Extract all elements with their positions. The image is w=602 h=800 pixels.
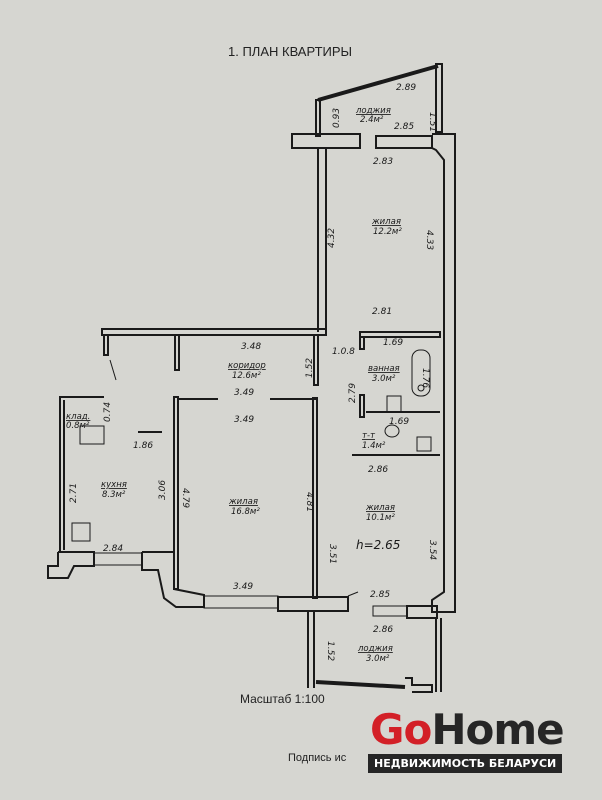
page-title: 1. ПЛАН КВАРТИРЫ (228, 44, 353, 59)
logo-tagline: НЕДВИЖИМОСТЬ БЕЛАРУСИ (368, 754, 563, 773)
room-area: 3.0м² (372, 374, 396, 384)
loggia-left-wall (315, 99, 321, 137)
door-swing (347, 591, 359, 597)
shaft (416, 436, 432, 452)
loggia-bottom-parapet (315, 680, 406, 689)
room-name: кухня (101, 480, 127, 490)
room-name: клад. (66, 412, 90, 422)
room-area: 2.4м² (360, 115, 384, 125)
sink (386, 395, 402, 413)
room-area: 12.2м² (373, 227, 402, 237)
dim: 2.84 (103, 544, 123, 554)
wall (359, 394, 365, 418)
dim: 0.74 (103, 402, 113, 422)
wall (103, 334, 109, 356)
room-area: 3.0м² (366, 654, 390, 664)
dim: 2.71 (69, 483, 79, 503)
window (203, 595, 279, 609)
room-name: лоджия (355, 106, 391, 116)
door-block (375, 135, 433, 149)
room-name: т-т (362, 431, 376, 441)
dim: 4.81 (304, 492, 314, 512)
kitchen-wall (59, 396, 104, 552)
drain (417, 384, 425, 392)
room-name: жилая (365, 503, 395, 513)
east-wall (431, 133, 456, 613)
gohome-logo: GoHome НЕДВИЖИМОСТЬ БЕЛАРУСИ (368, 705, 565, 773)
wall (277, 596, 349, 612)
wall-block (291, 133, 361, 149)
wall (313, 334, 319, 386)
room-name: ванная (368, 364, 400, 374)
dim: 1.86 (133, 441, 153, 451)
dim: 1.69 (383, 338, 403, 348)
scale-label: Масштаб 1:100 (240, 692, 325, 706)
dim: 1.52 (305, 358, 315, 378)
room-area: 1.4м² (362, 441, 386, 451)
room-area: 12.6м² (232, 371, 261, 381)
door-swing (109, 359, 117, 381)
dim: 2.81 (372, 307, 392, 317)
bathtub (411, 349, 431, 397)
walls (47, 63, 456, 693)
logo-go: Go (370, 705, 432, 754)
room-area: 10.1м² (366, 513, 395, 523)
dim: 4.79 (180, 488, 190, 508)
ceiling-height: h=2.65 (356, 538, 400, 552)
corridor-top-wall (101, 328, 327, 336)
dim: 2.86 (373, 625, 393, 635)
loggia-top-parapet (317, 64, 439, 102)
wall (359, 336, 365, 350)
dim: 3.06 (158, 480, 168, 500)
dim: 2.83 (373, 157, 393, 167)
signature-label: Подпись ис (288, 752, 347, 764)
dim: 2.85 (394, 122, 414, 132)
dim: 3.48 (241, 342, 261, 352)
dim: 2.89 (396, 83, 416, 93)
dim: 2.86 (368, 465, 388, 475)
stove (71, 522, 91, 542)
dim: 3.54 (427, 540, 437, 560)
dim: 1.76 (420, 368, 430, 388)
bath-top-wall (359, 331, 441, 338)
room-area: 8.3м² (102, 490, 126, 500)
room-labels: лоджия 2.4м² жилая 12.2м² коридор 12.6м²… (66, 106, 402, 664)
dim: 3.49 (234, 415, 254, 425)
dim: 1.51 (427, 112, 437, 132)
dim: 3.49 (234, 388, 254, 398)
corner-wall (141, 551, 205, 608)
dim: 4.32 (327, 228, 337, 248)
dim: 1.69 (389, 417, 409, 427)
dimensions: 2.89 0.93 1.51 2.85 2.83 4.32 4.33 2.81 … (69, 83, 437, 661)
door (372, 605, 408, 617)
room-area: 0.8м² (66, 421, 90, 431)
room-name: лоджия (357, 644, 393, 654)
wall (405, 677, 433, 693)
wall (174, 334, 180, 371)
room-area: 16.8м² (231, 507, 260, 517)
dim: 1.0.8 (332, 347, 355, 357)
shaft (79, 425, 105, 445)
loggia-right-wall (435, 63, 443, 133)
kitchen-sill (47, 551, 95, 579)
logo-home: Home (431, 705, 564, 754)
window (93, 552, 143, 566)
room-name: жилая (371, 217, 401, 227)
dim: 3.49 (233, 582, 253, 592)
dim: 0.93 (332, 108, 342, 128)
wall (406, 605, 438, 619)
dim: 2.85 (370, 590, 390, 600)
dim: 3.51 (327, 544, 337, 564)
dim: 4.33 (424, 230, 434, 250)
toilet (384, 424, 400, 438)
dim: 1.52 (325, 641, 335, 661)
room-name: коридор (228, 361, 266, 371)
room-name: жилая (228, 497, 258, 507)
dim: 2.79 (348, 383, 358, 403)
